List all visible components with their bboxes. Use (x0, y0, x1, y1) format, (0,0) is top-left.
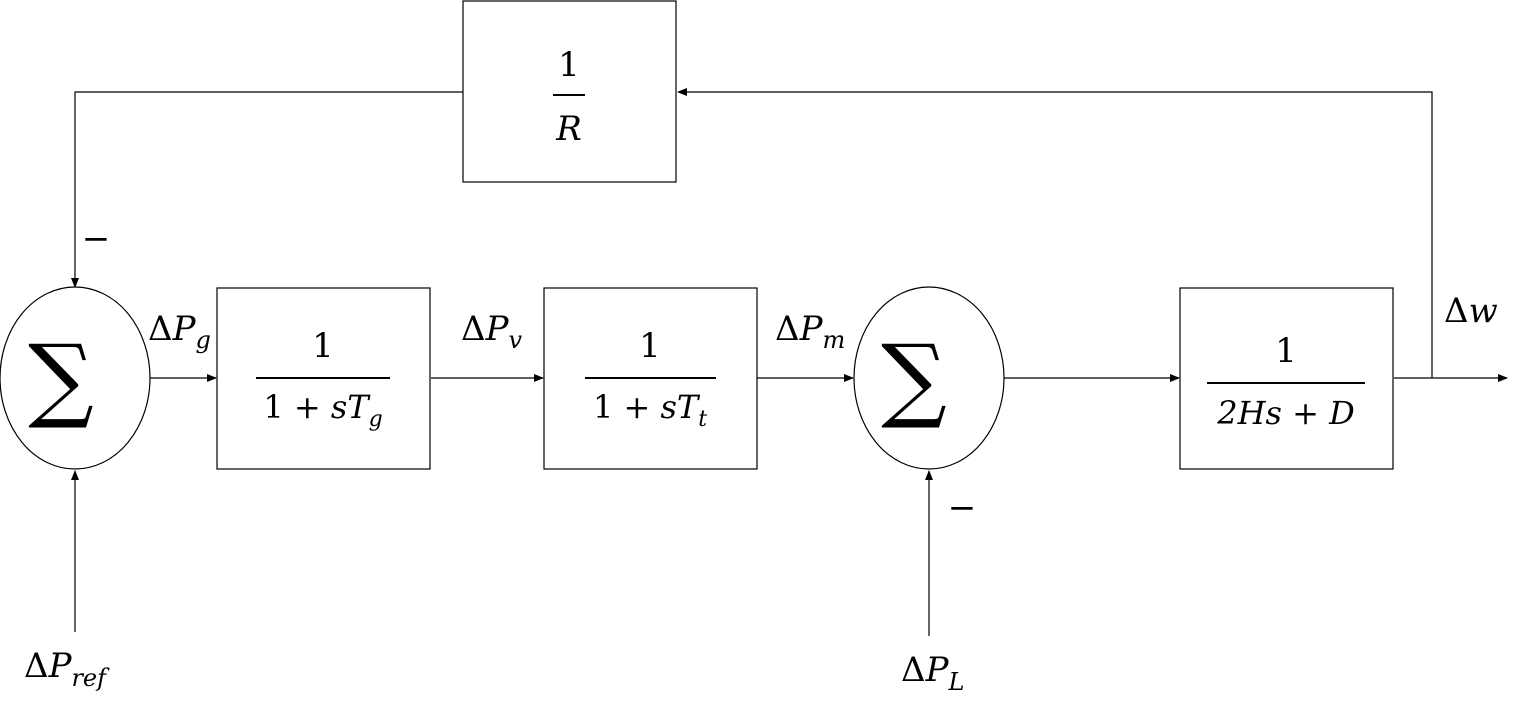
droop-gain-denominator: R (555, 109, 582, 149)
sum1-minus-sign: − (82, 219, 111, 259)
label-delta-w: Δw (1444, 291, 1498, 331)
wire-gain-to-sum1 (71, 91, 463, 288)
label-delta-pl: ΔPL (901, 650, 964, 696)
sum2-minus-sign: − (948, 488, 977, 528)
summing-junction-1: ∑ − (0, 219, 151, 470)
label-delta-pg: ΔPg (148, 309, 211, 354)
rotor-numerator: 1 (1275, 331, 1297, 371)
turbine-denominator: 1 + sTt (593, 388, 707, 432)
rotor-denominator: 2Hs + D (1216, 394, 1355, 432)
turbine-numerator: 1 (639, 326, 661, 366)
droop-gain-numerator: 1 (558, 45, 580, 85)
label-delta-pm: ΔPm (775, 309, 845, 354)
governor-numerator: 1 (312, 326, 334, 366)
label-delta-pv: ΔPv (461, 309, 522, 354)
label-delta-pref: ΔPref (24, 646, 110, 692)
sum1-sigma-symbol: ∑ (28, 325, 94, 432)
governor-denominator: 1 + sTg (263, 388, 382, 432)
governor-block: 1 1 + sTg (216, 287, 431, 470)
summing-junction-2: ∑ − (853, 286, 1005, 528)
sum2-sigma-symbol: ∑ (881, 325, 947, 432)
droop-gain-block: 1 R (462, 0, 677, 183)
turbine-block: 1 1 + sTt (543, 287, 758, 470)
wire-feedback-to-gain (677, 88, 1433, 378)
connection-lines (71, 88, 1508, 636)
rotor-dynamics-block: 1 2Hs + D (1179, 287, 1394, 470)
